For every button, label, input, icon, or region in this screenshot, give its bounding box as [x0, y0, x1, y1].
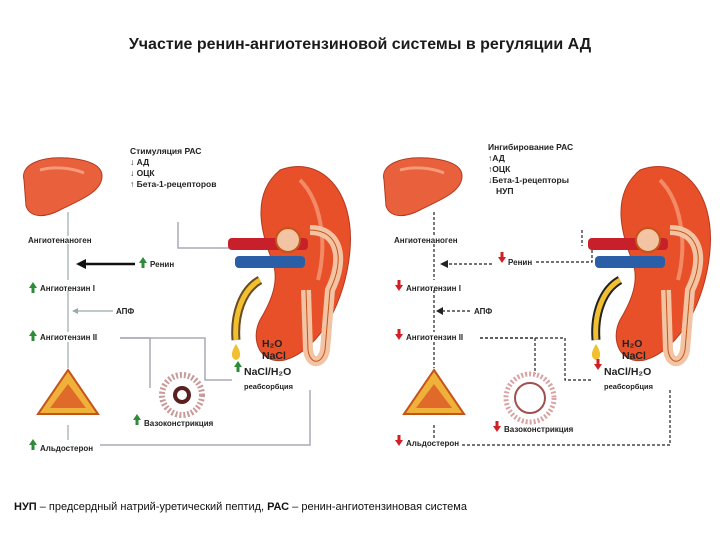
- h2o-label: H₂O: [622, 338, 646, 350]
- nacl-label: NaCl: [262, 350, 286, 362]
- angiotensinogen-label: Ангиотенаноген: [28, 236, 92, 245]
- nacl-h2o-label: NaCl/H₂O: [244, 366, 291, 378]
- aldosterone-label: Альдостерон: [406, 439, 459, 448]
- liver-icon: [23, 158, 102, 216]
- factors-header: Стимуляция РАС ↓ АД ↓ ОЦК ↑ Бета-1-рецеп…: [130, 146, 216, 190]
- panel-stimulation: Стимуляция РАС ↓ АД ↓ ОЦК ↑ Бета-1-рецеп…: [10, 140, 360, 460]
- footer-abbr-ras: РАС: [267, 501, 289, 513]
- reabsorption-label: реабсорбция: [244, 382, 293, 391]
- factor-item: ↑ Бета-1-рецепторов: [130, 179, 216, 190]
- aldosterone-label: Альдостерон: [40, 444, 93, 453]
- factor-item: НУП: [488, 186, 573, 197]
- liver-icon: [383, 158, 462, 216]
- footer-text-nup: – предсердный натрий-уретический пептид,: [37, 501, 267, 513]
- renin-label: Ренин: [508, 258, 532, 267]
- factor-item: ↓ АД: [130, 157, 216, 168]
- panel-inhibition: Ингибирование РАС ↑АД ↑ОЦК ↓Бета-1-рецеп…: [370, 140, 720, 460]
- h2o-nacl-label: H₂O NaCl: [262, 338, 286, 362]
- page-title: Участие ренин-ангиотензиновой системы в …: [0, 36, 720, 54]
- factor-item: ↑ОЦК: [488, 164, 573, 175]
- h2o-nacl-label: H₂O NaCl: [622, 338, 646, 362]
- nacl-h2o-label: NaCl/H₂O: [604, 366, 651, 378]
- vasoconstriction-label: Вазоконстрикция: [504, 425, 573, 434]
- header-label: Стимуляция РАС: [130, 146, 216, 157]
- ace-label: АПФ: [474, 307, 492, 316]
- reabsorption-label: реабсорбция: [604, 382, 653, 391]
- arrow-markers: [395, 252, 602, 446]
- vasoconstriction-label: Вазоконстрикция: [144, 419, 213, 428]
- h2o-label: H₂O: [262, 338, 286, 350]
- footer-abbr-nup: НУП: [14, 501, 37, 513]
- header-label: Ингибирование РАС: [488, 142, 573, 153]
- angiotensin-1-label: Ангиотензин I: [40, 284, 95, 293]
- angiotensinogen-label: Ангиотенаноген: [394, 236, 458, 245]
- angiotensin-2-label: Ангиотензин II: [406, 333, 463, 342]
- footer-text-ras: – ренин-ангиотензиновая система: [289, 501, 467, 513]
- factor-item: ↓ ОЦК: [130, 168, 216, 179]
- factors-header: Ингибирование РАС ↑АД ↑ОЦК ↓Бета-1-рецеп…: [488, 142, 573, 197]
- footer-legend: НУП – предсердный натрий-уретический пеп…: [14, 501, 467, 513]
- nacl-label: NaCl: [622, 350, 646, 362]
- angiotensin-2-label: Ангиотензин II: [40, 333, 97, 342]
- factor-item: ↓Бета-1-рецепторы: [488, 175, 573, 186]
- factor-item: ↑АД: [488, 153, 573, 164]
- ace-label: АПФ: [116, 307, 134, 316]
- angiotensin-1-label: Ангиотензин I: [406, 284, 461, 293]
- renin-label: Ренин: [150, 260, 174, 269]
